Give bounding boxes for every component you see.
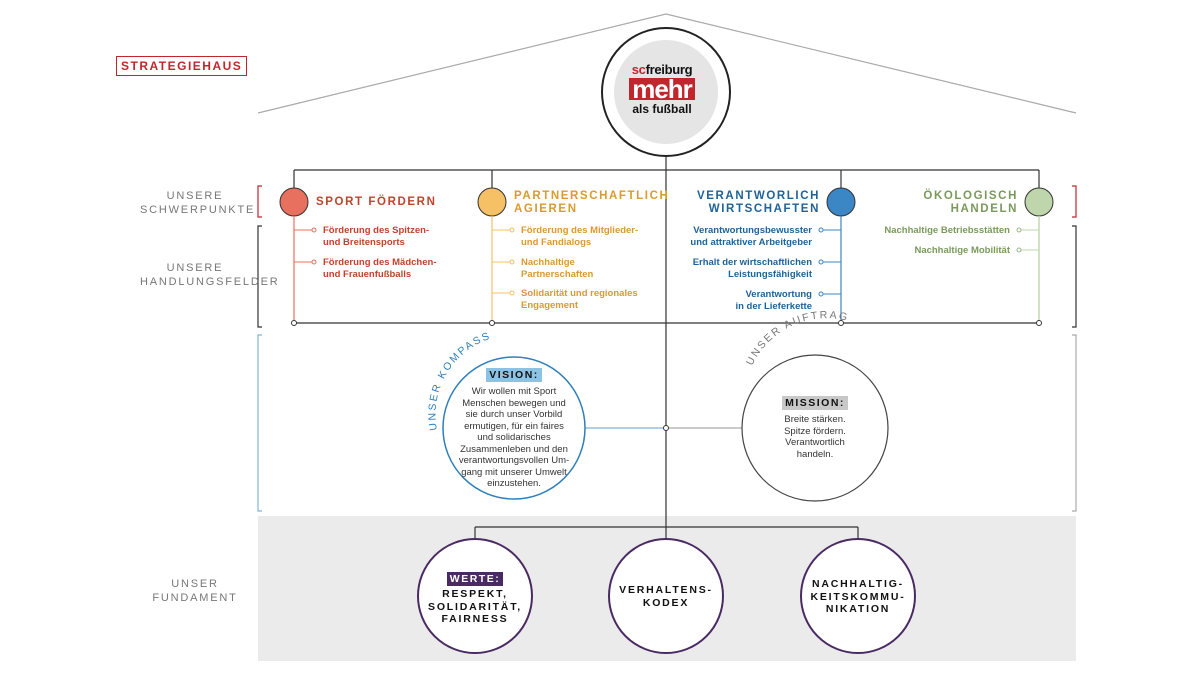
vision-text: Wir wollen mit Sport Menschen bewegen un… xyxy=(458,386,570,489)
pillar-circle-wirtschaft xyxy=(826,187,856,217)
field-ticks xyxy=(294,227,1039,297)
field-item: Förderung des Mitglieder-und Fandialogs xyxy=(521,225,639,248)
sc-freiburg-logo: scfreiburg mehr als fußball xyxy=(627,62,697,116)
pillar-circle-partner xyxy=(477,187,507,217)
foundation-circle-kodex xyxy=(608,538,724,654)
foundation-circle-kommunikation xyxy=(800,538,916,654)
compass-circle xyxy=(442,356,586,500)
row-label-schwerpunkte: UNSERE SCHWERPUNKTE xyxy=(140,190,256,216)
foundation-werte: WERTE: RESPEKT, SOLIDARITÄT, FAIRNESS xyxy=(420,569,530,626)
mission-text: Breite stärken. Spitze fördern. Verantwo… xyxy=(784,414,846,460)
field-item: Nachhaltige Mobilität xyxy=(914,245,1010,256)
row-brackets xyxy=(257,185,1077,512)
junction-dots xyxy=(291,320,1042,326)
foundation-kodex: VERHALTENS- KODEX xyxy=(619,584,713,609)
pillar-circle-oekologie xyxy=(1024,187,1054,217)
mission-badge: MISSION: xyxy=(782,396,848,410)
field-item: Förderung des Spitzen-und Breitensports xyxy=(323,225,430,248)
logo-headline: mehr xyxy=(629,76,695,102)
row-label-handlungsfelder: UNSERE HANDLUNGSFELDER xyxy=(140,262,280,288)
logo-club-name: scfreiburg xyxy=(631,62,693,77)
auftrag-circle xyxy=(741,354,889,502)
auftrag-content: MISSION: Breite stärken. Spitze fördern.… xyxy=(765,393,865,460)
werte-text: RESPEKT, SOLIDARITÄT, FAIRNESS xyxy=(428,588,522,625)
vision-badge: VISION: xyxy=(486,368,542,382)
field-item: Förderung des Mädchen-und Frauenfußballs xyxy=(323,257,437,280)
foundation-circle-werte xyxy=(417,538,533,654)
field-item: Nachhaltige Betriebsstätten xyxy=(884,225,1010,236)
compass-content: VISION: Wir wollen mit Sport Menschen be… xyxy=(454,365,574,490)
logo-subline: als fußball xyxy=(632,102,692,116)
pillar-title-sport: SPORT FÖRDERN xyxy=(316,196,437,208)
foundation-kommunikation: NACHHALTIG- KEITSKOMMU- NIKATION xyxy=(810,578,906,615)
werte-badge: WERTE: xyxy=(446,572,504,586)
strategiehaus-tag: STRATEGIEHAUS xyxy=(116,56,248,76)
trunk-dot xyxy=(663,425,669,431)
roof-line xyxy=(257,13,1077,114)
pillar-circle-sport xyxy=(279,187,309,217)
row-label-fundament: UNSER FUNDAMENT xyxy=(152,578,238,604)
